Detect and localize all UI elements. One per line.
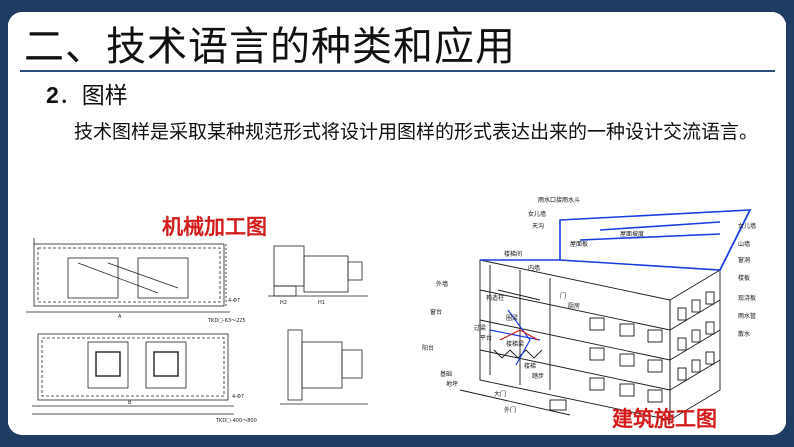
bld-label: 窗洞 xyxy=(738,256,750,264)
mech-label-a: A xyxy=(118,314,122,320)
ground-line xyxy=(459,389,571,416)
mech-outline xyxy=(33,243,225,307)
bld-label: 阳台 xyxy=(422,344,434,352)
interior-highlight xyxy=(489,309,541,366)
mech-handle xyxy=(153,351,179,377)
entrance-step xyxy=(549,399,567,411)
bld-label: 窗台 xyxy=(430,308,442,316)
mech-side-knob-2 xyxy=(341,349,363,379)
bld-label: 圈梁 xyxy=(506,314,518,322)
mech-side-body2 xyxy=(303,255,349,293)
mech-breaker-left-2 xyxy=(87,341,129,389)
floor-line xyxy=(479,349,671,391)
interior-wall xyxy=(497,289,541,301)
frame-bottom-bar xyxy=(0,435,794,447)
building-drawing-image: 雨水口接雨水斗 女儿墙 天沟 屋面坡度 屋面板 女儿墙 山墙 窗洞 楼板 现浇板… xyxy=(422,196,756,421)
building-side xyxy=(669,269,721,421)
body-paragraph: 技术图样是采取某种规范形式将设计用图样的形式表达出来的一种设计交流语言。 xyxy=(74,121,759,143)
bld-label: 楼板 xyxy=(738,274,750,282)
frame-left-bar xyxy=(0,0,8,447)
mech-inner-dashed xyxy=(37,247,221,303)
mechanical-drawing-image: A 4-Φ7 TKD□-63～225 H2 H1 B 4-Φ7 TKD□-400… xyxy=(26,238,368,424)
bld-label: 女儿墙 xyxy=(528,210,546,218)
stair-red-highlight xyxy=(499,329,539,341)
bld-label: 楼梯间 xyxy=(504,250,522,258)
caption-building-drawing: 建筑施工图 xyxy=(612,407,717,431)
bld-label: 平台 xyxy=(480,334,492,342)
bld-label: 踏步 xyxy=(532,372,544,380)
subheading-dot: ． xyxy=(58,83,82,109)
mech-side-foot xyxy=(273,285,297,297)
mech-side-body xyxy=(273,245,305,287)
bld-label: 女儿墙 xyxy=(738,222,756,230)
floor-line xyxy=(669,329,721,361)
mech-label-dim: 4-Φ7 xyxy=(228,298,240,304)
mech-breaker-right xyxy=(137,257,189,299)
bld-label: 构造柱 xyxy=(486,294,504,302)
bld-label: 厨房 xyxy=(568,302,580,310)
mech-label-h2: H2 xyxy=(280,300,287,306)
frame-top-bar xyxy=(0,0,794,12)
bld-label: 内墙 xyxy=(528,264,540,272)
bld-label: 楼梯 xyxy=(524,362,536,370)
mech-label-h1: H1 xyxy=(318,300,325,306)
side-windows xyxy=(677,291,715,381)
bld-label: 过梁 xyxy=(474,324,486,332)
mech-inner-dashed-2 xyxy=(41,337,225,397)
subheading-text: 图样 xyxy=(81,83,128,109)
stair-steps xyxy=(493,349,543,359)
frame-right-bar xyxy=(786,0,794,447)
bld-label: 大门 xyxy=(494,390,506,398)
mech-handle xyxy=(95,351,121,377)
slide-title: 二、技术语言的种类和应用 xyxy=(24,24,516,70)
slide-canvas xyxy=(8,12,786,435)
mech-outline-2 xyxy=(37,333,229,401)
bld-label: 地坪 xyxy=(446,380,458,388)
bld-label: 外门 xyxy=(504,406,516,414)
floor-line xyxy=(669,299,721,331)
bld-label: 雨水管 xyxy=(738,312,756,320)
bld-label: 现浇板 xyxy=(738,294,756,302)
subheading: 2．图样 xyxy=(46,76,128,110)
mech-label-model: TKD□-63～225 xyxy=(207,318,246,324)
bld-label: 基础 xyxy=(440,370,452,378)
mech-lever-line xyxy=(107,262,179,289)
mech-label-b: B xyxy=(128,400,132,406)
mech-label-dim2: 4-Φ7 xyxy=(232,394,244,400)
floor-line xyxy=(479,289,671,331)
bld-label: 外墙 xyxy=(436,280,448,288)
bld-label: 天沟 xyxy=(532,222,544,230)
mech-side-body-2 xyxy=(301,341,343,389)
bld-label: 山墙 xyxy=(738,240,750,248)
mech-side-knob xyxy=(347,261,363,281)
mech-breaker-right-2 xyxy=(145,341,187,389)
roof-highlight xyxy=(480,209,752,271)
bld-label: 散水 xyxy=(738,330,750,338)
mech-lever-line xyxy=(77,262,159,294)
bld-label: 屋面板 xyxy=(570,240,588,248)
bld-label: 雨水口接雨水斗 xyxy=(538,196,580,204)
bld-label: 屋面坡度 xyxy=(620,230,644,238)
bld-label: 楼梯梁 xyxy=(506,340,524,348)
mech-label-model2: TKD□-400～800 xyxy=(215,418,257,424)
caption-mechanical-drawing: 机械加工图 xyxy=(162,215,267,239)
floor-line xyxy=(479,319,671,361)
bld-label: 门 xyxy=(560,292,566,300)
front-windows xyxy=(589,317,663,403)
subheading-number: 2 xyxy=(46,82,59,108)
mech-side-plate xyxy=(287,329,303,401)
floor-line xyxy=(669,359,721,391)
title-underline xyxy=(20,70,775,72)
